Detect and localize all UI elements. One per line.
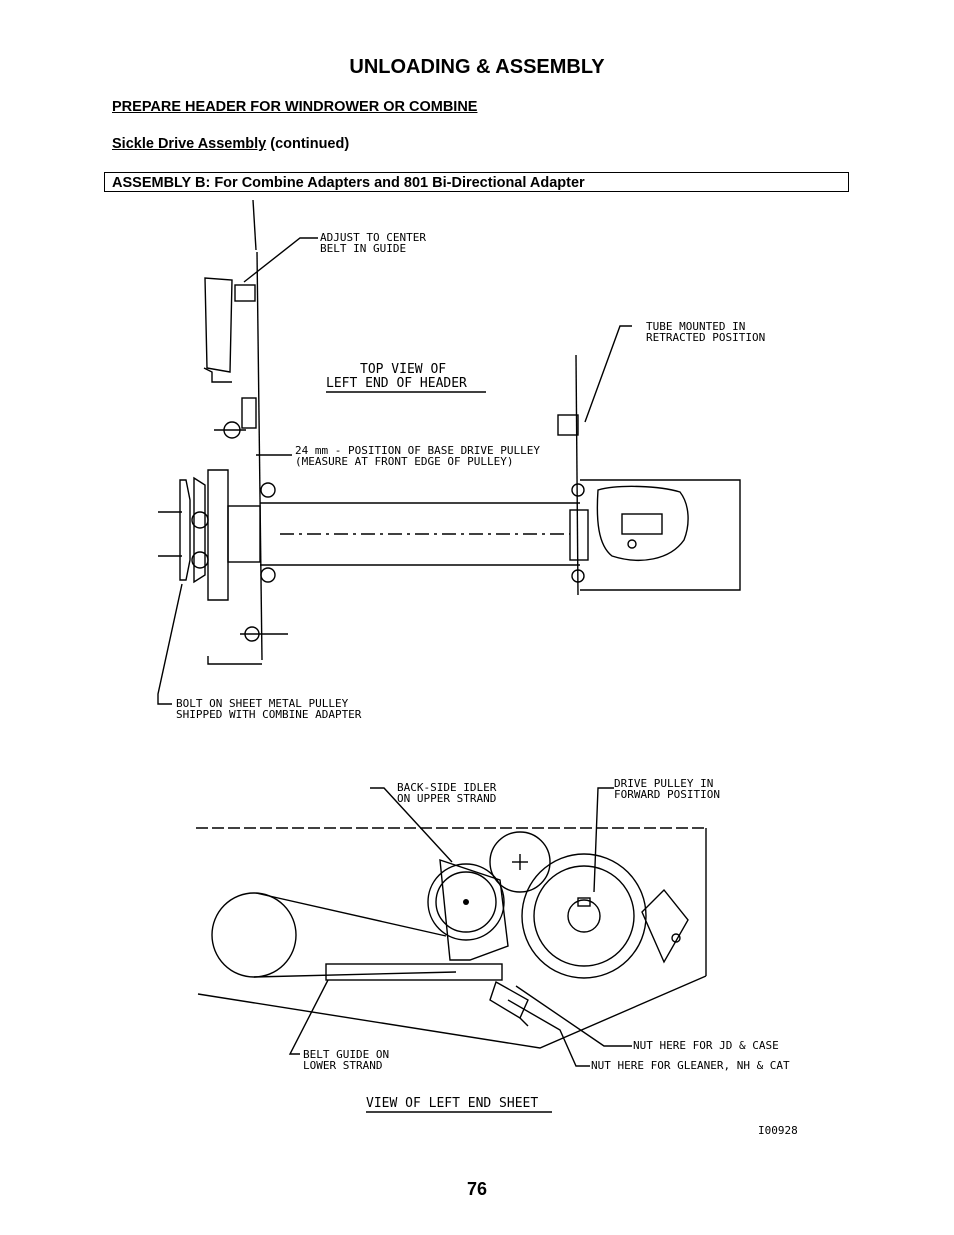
callout-nut-gleaner: NUT HERE FOR GLEANER, NH & CAT bbox=[591, 1059, 790, 1072]
assembly-drawing: ADJUST TO CENTER BELT IN GUIDE TUBE MOUN… bbox=[157, 199, 798, 1137]
callout-idler-line2: ON UPPER STRAND bbox=[397, 792, 496, 805]
callout-bolt-line2: SHIPPED WITH COMBINE ADAPTER bbox=[176, 708, 362, 721]
callout-drive-line2: FORWARD POSITION bbox=[614, 788, 720, 801]
callout-position-line1: 24 mm - POSITION OF BASE DRIVE PULLEY bbox=[295, 444, 540, 457]
callout-nut-jd: NUT HERE FOR JD & CASE bbox=[633, 1039, 779, 1052]
assembly-box-label: ASSEMBLY B: For Combine Adapters and 801… bbox=[112, 175, 585, 191]
callout-bolt-line1: BOLT ON SHEET METAL PULLEY bbox=[176, 697, 349, 710]
callout-guide-line1: BELT GUIDE ON bbox=[303, 1048, 389, 1061]
callout-guide-line2: LOWER STRAND bbox=[303, 1059, 382, 1072]
top-view-title-line1: TOP VIEW OF bbox=[360, 362, 446, 377]
assembly-box: ASSEMBLY B: For Combine Adapters and 801… bbox=[104, 172, 849, 192]
page-number: 76 bbox=[466, 1179, 488, 1199]
callout-tube-line2: RETRACTED POSITION bbox=[646, 331, 765, 344]
callout-adjust-line1: ADJUST TO CENTER bbox=[320, 231, 426, 244]
subsection-heading: Sickle Drive Assembly (continued) bbox=[112, 136, 349, 152]
end-view-title: VIEW OF LEFT END SHEET bbox=[366, 1096, 538, 1111]
callout-adjust-line2: BELT IN GUIDE bbox=[320, 242, 406, 255]
callout-drive-line1: DRIVE PULLEY IN bbox=[614, 777, 713, 790]
callout-idler-line1: BACK-SIDE IDLER bbox=[397, 781, 497, 794]
callout-position-line2: (MEASURE AT FRONT EDGE OF PULLEY) bbox=[295, 455, 514, 468]
figure-id: I00928 bbox=[758, 1124, 798, 1137]
callout-tube-line1: TUBE MOUNTED IN bbox=[646, 320, 745, 333]
subsection-suffix: (continued) bbox=[266, 136, 350, 152]
top-view-title-line2: LEFT END OF HEADER bbox=[326, 376, 467, 391]
section-heading: PREPARE HEADER FOR WINDROWER OR COMBINE bbox=[112, 99, 478, 115]
subsection-link: Sickle Drive Assembly bbox=[112, 136, 267, 152]
page-title: UNLOADING & ASSEMBLY bbox=[349, 56, 605, 78]
